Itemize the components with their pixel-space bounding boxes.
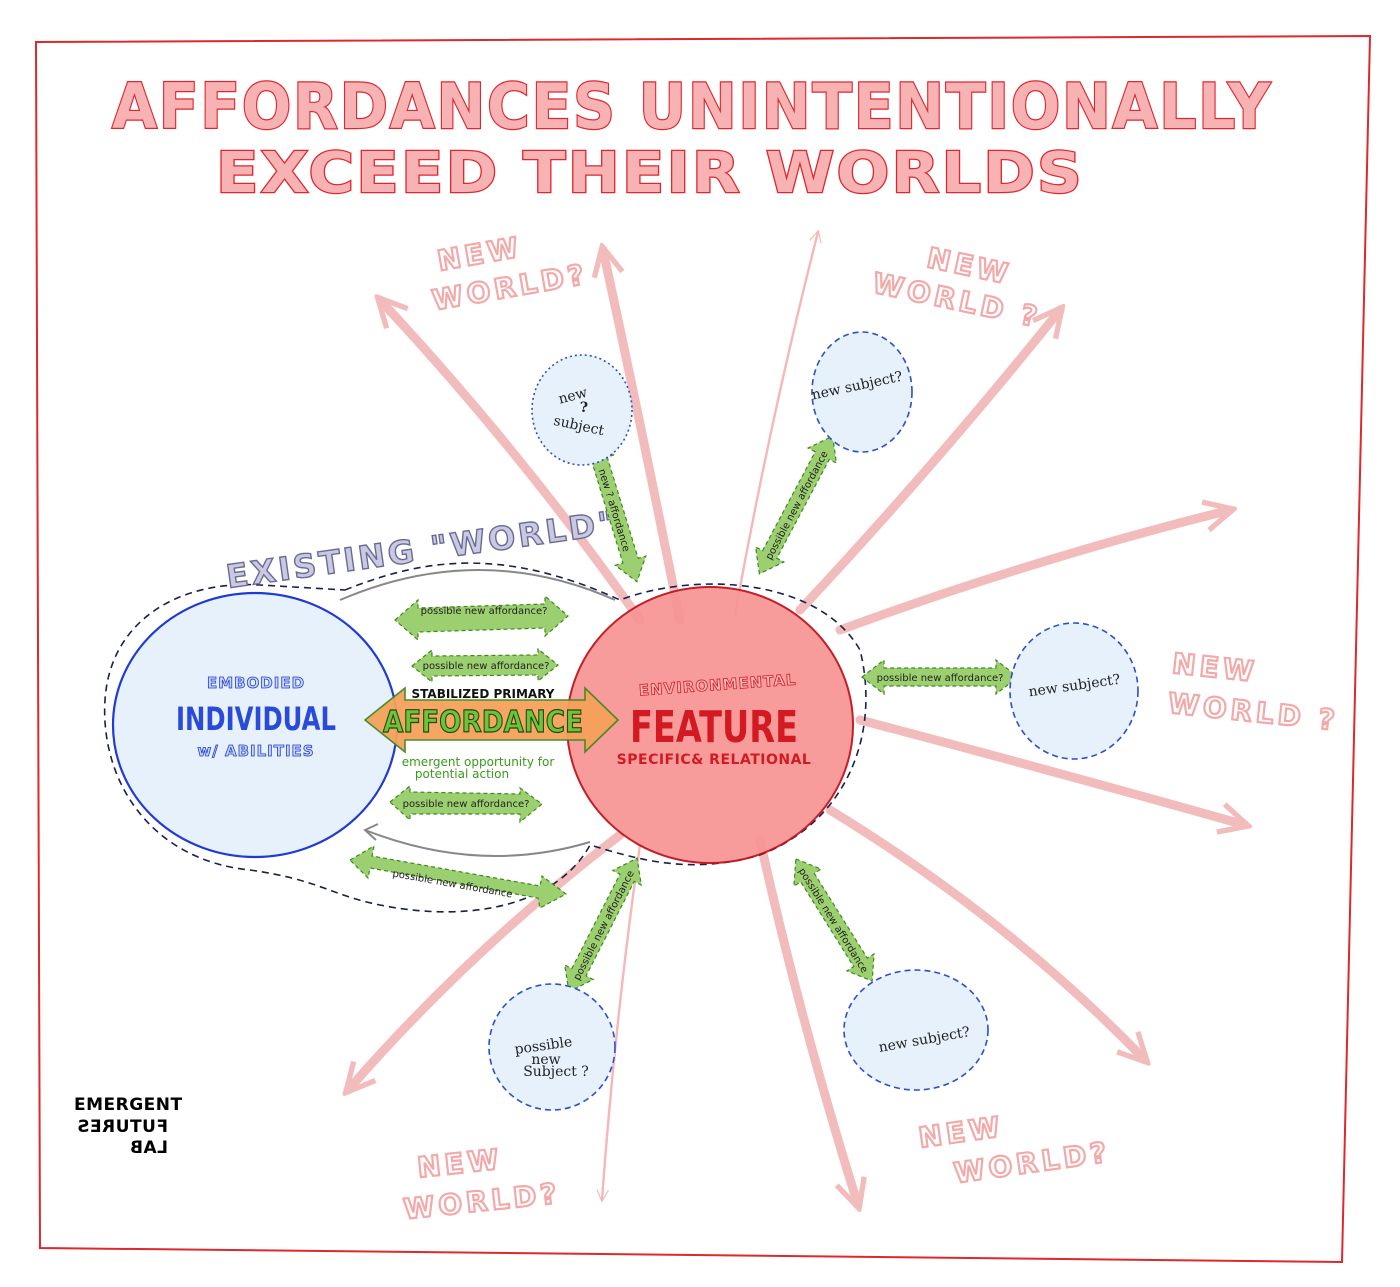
affordance-h3-label: possible new affordance? [403,799,530,810]
individual-top-label: EMBODIED [207,674,305,692]
subject-tl-l2: ? [580,400,588,416]
affordance-right-label: possible new affordance? [877,673,1004,684]
new-world-label-right: NEW WORLD ? [1165,646,1341,739]
horizontal-affordance-arrows: possible new affordance? possible new af… [349,594,1019,909]
title-line-1: AFFORDANCES UNINTENTIONALLY [112,70,1272,143]
world-arrow-right-up [835,510,1230,635]
affordance-arrow-top-right: possible new affordance [754,435,838,575]
page-border [34,34,1372,1264]
affordance-arrow-h1: possible new affordance? [394,594,569,642]
individual-main-label: INDIVIDUAL [176,700,336,738]
world-arrow-upper-left [380,300,645,625]
subject-bottom-right: new subject? [843,969,989,1091]
subject-bl-l2: new [531,1052,560,1068]
existing-world-inner-arc-bottom [364,829,591,857]
affordance-bottom-left-label: possible new affordance [572,869,637,982]
affordance-sub1: emergent opportunity for [402,755,555,769]
affordance-arrow-h4: possible new affordance [349,844,568,909]
affordance-arrow-h3: possible new affordance? [389,784,543,824]
world-arrow-right-down [855,715,1245,825]
affordance-bottom-right-label: possible new affordance [796,866,870,975]
title-line-2: EXCEED THEIR WORLDS [216,141,1084,206]
thin-arrow-up [733,229,822,617]
subject-tl-l1: new [557,385,589,408]
world-arrow-upper-right [795,310,1060,615]
thin-arrow-down [596,843,642,1203]
affordance-arrow-bottom-right: possible new affordance [793,858,875,982]
affordance-sub2: potential action [415,767,509,781]
new-world-label-upper-right: NEW WORLD ? [869,240,1046,335]
feature-main-label: FEATURE [630,702,798,753]
new-world-r-l1: NEW [1171,647,1259,689]
affordance-h2-label: possible new affordance? [423,661,550,672]
affordance-arrow-h2: possible new affordance? [411,647,559,684]
affordance-main-label: AFFORDANCE [383,705,583,740]
world-arrow-up [603,250,685,625]
subject-top-left: new ? subject [531,354,633,466]
new-world-label-lower-right: NEW WORLD? [915,1109,1113,1191]
existing-world-label: EXISTING "WORLD" [224,503,620,596]
diagonal-affordance-arrows: new ? affordance possible new affordance… [563,435,875,993]
world-arrow-lower-left [348,830,625,1090]
logo-line-1: EMERGENT [74,1095,183,1115]
primary-affordance-arrow [363,686,620,754]
subject-bl-l1: possible [514,1034,574,1058]
affordance-top-label: STABILIZED PRIMARY [412,687,555,701]
feature-bottom-label: SPECIFIC& RELATIONAL [617,752,812,768]
new-world-lr-l1: NEW [917,1110,1006,1155]
thin-world-arrows [596,229,822,1203]
new-world-label-upper-left: NEW WORLD? [429,229,592,318]
existing-world-arc-arrowhead [363,823,379,841]
subject-bl-l3: Subject ? [523,1064,589,1080]
logo-line-3: LAB [130,1138,168,1158]
world-arrows [348,250,1245,1205]
new-world-label-lower-left: NEW WORLD? [401,1141,563,1227]
affordance-top-right-label: possible new affordance [764,449,831,561]
new-world-ll-l2: WORLD? [402,1177,562,1226]
new-world-ll-l1: NEW [416,1143,504,1185]
logo-line-2: FUTURES [77,1117,168,1137]
world-arrow-lower-right [825,805,1145,1060]
affordance-h1-label: possible new affordance? [421,606,548,617]
new-world-r-l2: WORLD ? [1167,687,1341,738]
subject-top-right: new subject? [810,331,913,453]
subject-bottom-left: possible new Subject ? [488,983,616,1111]
affordance-arrow-right: possible new affordance? [861,658,1019,696]
emergent-futures-lab-logo: EMERGENT FUTURES LAB [74,1095,183,1158]
individual-bottom-label: w/ ABILITIES [197,742,314,760]
existing-world-inner-arc-top [339,569,616,601]
subject-right: new subject? [1009,622,1139,760]
world-arrow-down [755,835,858,1205]
